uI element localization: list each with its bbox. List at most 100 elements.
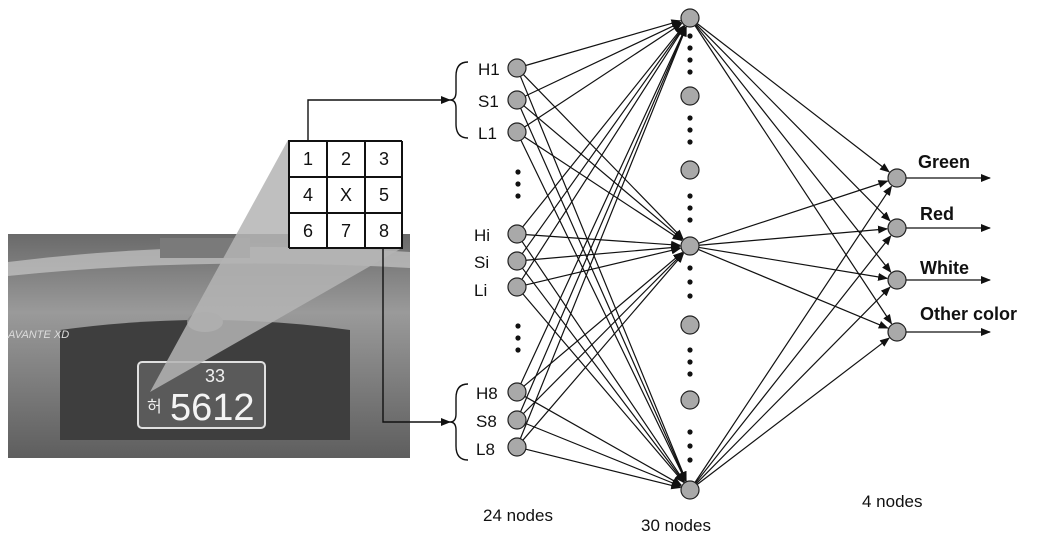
input-hidden-connection [521, 241, 685, 483]
input-label-si: Si [474, 253, 490, 272]
input-node [507, 90, 527, 110]
grid-cell: 6 [289, 213, 327, 249]
input-hidden-connection [525, 243, 682, 261]
grid-cell-center: X [327, 177, 365, 213]
input-node [507, 382, 527, 402]
hidden-node [680, 160, 700, 180]
input-node [507, 224, 527, 244]
output-label-white: White [920, 258, 969, 278]
hidden-output-connection [698, 180, 889, 244]
input-hidden-connection [525, 234, 682, 249]
hidden-output-connection [698, 248, 889, 329]
pixel-neighborhood-grid: 1 2 3 4 X 5 6 7 8 [288, 140, 403, 249]
input-label-li: Li [474, 281, 488, 300]
ellipsis-dot [687, 115, 693, 121]
hidden-layer-count: 30 nodes [641, 516, 711, 535]
car-badge: AVANTE XD [7, 329, 69, 341]
ellipsis-dot [687, 33, 693, 39]
hidden-node [680, 86, 700, 106]
ellipsis-dot [687, 429, 693, 435]
input-label-l8: L8 [476, 440, 495, 459]
input-node [507, 277, 527, 297]
ellipsis-dot [687, 127, 693, 133]
grid-cell: 8 [365, 213, 403, 249]
input-node [507, 122, 527, 142]
input-label-l1: L1 [478, 124, 497, 143]
ellipsis-dot [687, 279, 693, 285]
grid-cell: 5 [365, 177, 403, 213]
output-layer-count: 4 nodes [862, 492, 923, 511]
ellipsis-dot [515, 323, 521, 329]
ellipsis-dot [687, 45, 693, 51]
grid-cell: 3 [365, 141, 403, 177]
grid-to-bottom-group-arrow [382, 248, 451, 426]
input-hidden-connection [522, 252, 684, 415]
ellipsis-dot [687, 293, 693, 299]
brace-group-8 [449, 383, 469, 461]
input-hidden-connection [522, 293, 685, 484]
ellipsis-dot [687, 265, 693, 271]
hidden-node [680, 480, 700, 500]
ellipsis-dot [687, 57, 693, 63]
input-label-h1: H1 [478, 60, 500, 79]
grid-cell: 2 [327, 141, 365, 177]
hidden-output-connection [698, 225, 889, 246]
input-node [507, 58, 527, 78]
ellipsis-dot [515, 181, 521, 187]
ellipsis-dot [687, 457, 693, 463]
ellipsis-dot [515, 347, 521, 353]
zoom-projection [150, 140, 402, 392]
input-hidden-connection [524, 21, 682, 97]
input-hidden-connection [524, 395, 683, 486]
hidden-node [680, 315, 700, 335]
input-label-s1: S1 [478, 92, 499, 111]
ellipsis-dot [515, 169, 521, 175]
hidden-node [680, 8, 700, 28]
ellipsis-dot [515, 193, 521, 199]
input-hidden-connection [525, 246, 682, 286]
input-label-s8: S8 [476, 412, 497, 431]
input-hidden-connection [525, 19, 682, 67]
input-node [507, 251, 527, 271]
ellipsis-dot [515, 335, 521, 341]
hidden-output-connection [694, 185, 893, 483]
output-node [887, 322, 907, 342]
hidden-output-connection [695, 235, 892, 484]
ellipsis-dot [687, 69, 693, 75]
output-node [887, 168, 907, 188]
grid-to-top-group-arrow [307, 96, 451, 140]
output-node [887, 218, 907, 238]
hidden-output-connection [695, 23, 891, 222]
hidden-output-connection [694, 25, 893, 325]
plate-char: 허 [147, 397, 162, 416]
ellipsis-dot [687, 217, 693, 223]
hidden-output-connection [696, 337, 890, 486]
input-hidden-connection [524, 22, 683, 128]
ellipsis-dot [687, 359, 693, 365]
hidden-node [680, 236, 700, 256]
input-hidden-connection [520, 139, 687, 482]
input-hidden-connection [520, 107, 687, 482]
grid-cell: 1 [289, 141, 327, 177]
input-node [507, 410, 527, 430]
input-hidden-connection [520, 26, 687, 412]
input-hidden-connection [522, 25, 685, 228]
input-label-hi: Hi [474, 226, 491, 245]
grid-cell: 7 [327, 213, 365, 249]
input-hidden-connection [519, 76, 687, 482]
input-layer-count: 24 nodes [483, 506, 553, 525]
ellipsis-dot [687, 443, 693, 449]
ellipsis-dot [687, 371, 693, 377]
ellipsis-dot [687, 193, 693, 199]
input-hidden-connection [523, 251, 684, 387]
input-hidden-connection [523, 105, 684, 241]
grid-cell: 4 [289, 177, 327, 213]
input-hidden-connection [524, 136, 683, 242]
ellipsis-dot [687, 139, 693, 145]
input-label-h8: H8 [476, 384, 498, 403]
input-hidden-connection [521, 25, 685, 255]
ellipsis-dot [687, 205, 693, 211]
input-hidden-connection [521, 25, 686, 280]
